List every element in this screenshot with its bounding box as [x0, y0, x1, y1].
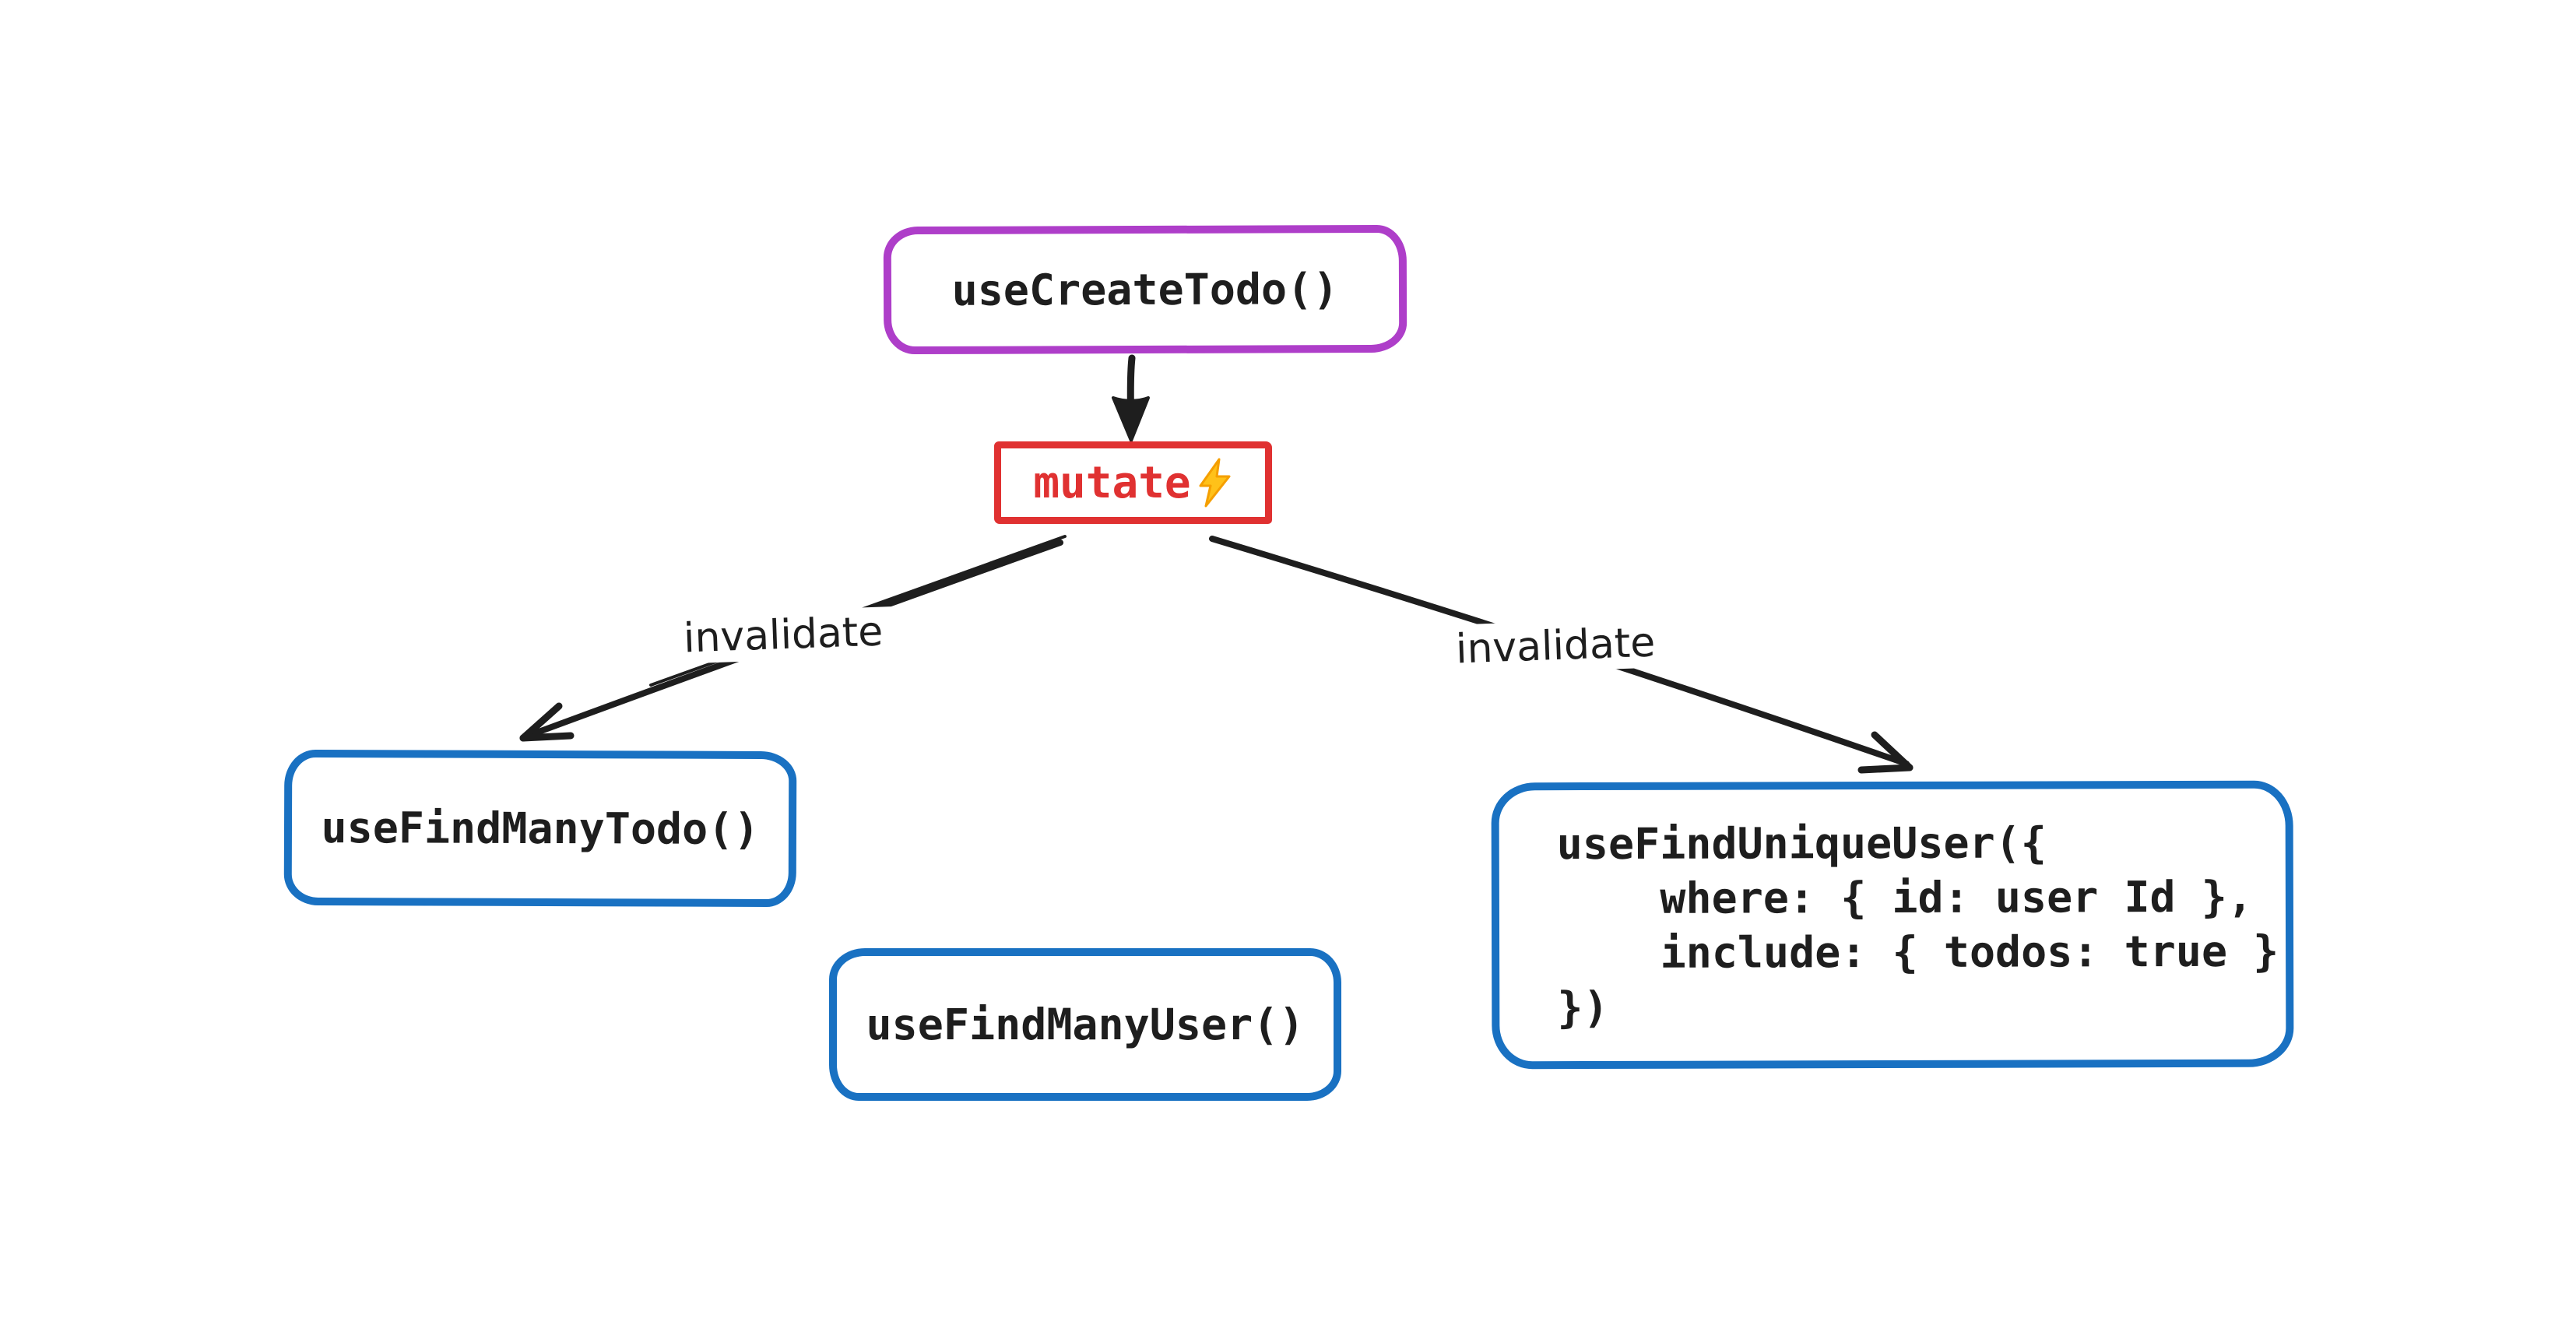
- node-use-create-todo[interactable]: useCreateTodo(): [883, 224, 1407, 355]
- node-label: mutate: [1033, 457, 1191, 508]
- node-use-find-unique-user[interactable]: useFindUniqueUser({ where: { id: user Id…: [1491, 780, 2294, 1070]
- edge-label-invalidate-left[interactable]: invalidate: [669, 606, 897, 665]
- edge-label-invalidate-right[interactable]: invalidate: [1442, 617, 1669, 676]
- code-line: include: { todos: true }: [1557, 926, 2279, 979]
- code-block: useFindUniqueUser({ where: { id: user Id…: [1499, 815, 2279, 1035]
- node-use-find-many-user[interactable]: useFindManyUser(): [829, 948, 1341, 1101]
- node-mutate[interactable]: mutate: [994, 441, 1272, 524]
- node-label: useFindManyTodo(): [321, 803, 760, 854]
- code-line: useFindUniqueUser({: [1556, 817, 2047, 870]
- arrow-create-to-mutate[interactable]: [1112, 354, 1150, 442]
- code-line: where: { id: user Id },: [1556, 871, 2254, 924]
- code-line: }): [1557, 982, 1609, 1033]
- lightning-icon: [1196, 458, 1233, 508]
- node-label: useFindManyUser(): [866, 1000, 1305, 1049]
- node-label: useCreateTodo(): [951, 264, 1339, 315]
- node-use-find-many-todo[interactable]: useFindManyTodo(): [283, 749, 797, 908]
